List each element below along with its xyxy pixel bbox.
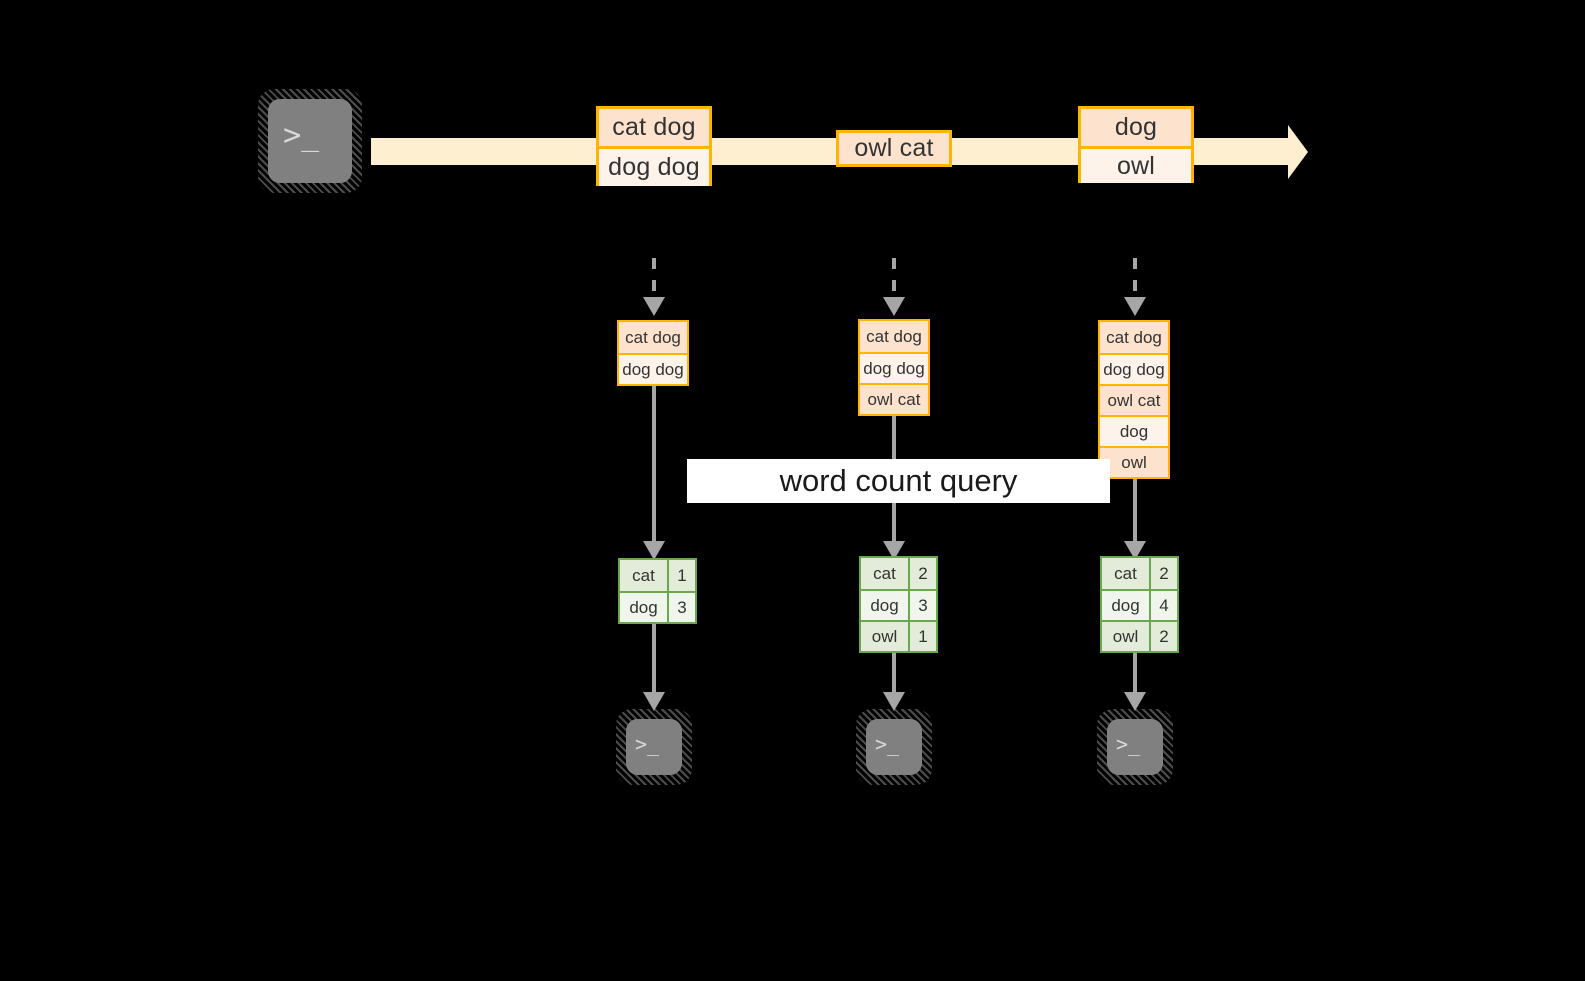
arrowhead-icon xyxy=(883,541,905,560)
table-row: cat 2 xyxy=(861,558,936,589)
count-cell: 2 xyxy=(1149,558,1177,589)
count-cell: 3 xyxy=(908,591,936,620)
count-cell: 1 xyxy=(667,560,695,591)
dashed-connector-2 xyxy=(892,258,896,300)
terminal-prompt-glyph: >_ xyxy=(634,731,660,756)
snapshot-3: cat dog dog dog owl cat dog owl xyxy=(1098,320,1170,479)
query-connector-1 xyxy=(652,384,656,552)
stream-event-line: owl xyxy=(1081,146,1191,183)
terminal-face xyxy=(1107,719,1163,775)
snapshot-1: cat dog dog dog xyxy=(617,320,689,386)
arrowhead-icon xyxy=(1124,541,1146,560)
terminal-prompt-glyph: >_ xyxy=(283,117,320,153)
source-terminal-icon: >_ xyxy=(258,89,362,193)
query-connector-3 xyxy=(1133,475,1137,552)
table-row: owl 2 xyxy=(1102,620,1177,651)
word-cell: dog xyxy=(620,593,667,622)
sink-terminal-3: >_ xyxy=(1097,709,1173,785)
count-cell: 2 xyxy=(908,558,936,589)
snapshot-row: cat dog xyxy=(860,321,928,352)
result-table-3: cat 2 dog 4 owl 2 xyxy=(1100,556,1179,653)
word-cell: cat xyxy=(861,558,908,589)
result-table-2: cat 2 dog 3 owl 1 xyxy=(859,556,938,653)
terminal-prompt-glyph: >_ xyxy=(1115,731,1141,756)
sink-connector-3 xyxy=(1133,652,1137,697)
count-cell: 4 xyxy=(1149,591,1177,620)
terminal-face xyxy=(866,719,922,775)
sink-connector-2 xyxy=(892,652,896,697)
stream-event-line: dog dog xyxy=(599,146,709,186)
count-cell: 2 xyxy=(1149,622,1177,651)
count-cell: 1 xyxy=(908,622,936,651)
terminal-prompt-glyph: >_ xyxy=(874,731,900,756)
snapshot-row: dog xyxy=(1100,415,1168,446)
stream-event-line: dog xyxy=(1081,109,1191,146)
arrowhead-icon xyxy=(643,541,665,560)
arrowhead-icon xyxy=(643,297,665,316)
table-row: cat 2 xyxy=(1102,558,1177,589)
snapshot-row: cat dog xyxy=(1100,322,1168,353)
arrowhead-icon xyxy=(883,297,905,316)
stream-event-group-2: owl cat xyxy=(836,130,952,167)
snapshot-2: cat dog dog dog owl cat xyxy=(858,319,930,416)
snapshot-row: owl cat xyxy=(860,383,928,414)
arrowhead-icon xyxy=(883,692,905,711)
word-cell: owl xyxy=(1102,622,1149,651)
word-cell: dog xyxy=(861,591,908,620)
table-row: owl 1 xyxy=(861,620,936,651)
dashed-connector-1 xyxy=(652,258,656,300)
table-row: dog 3 xyxy=(861,589,936,620)
sink-terminal-1: >_ xyxy=(616,709,692,785)
snapshot-row: dog dog xyxy=(619,353,687,384)
table-row: dog 3 xyxy=(620,591,695,622)
arrowhead-icon xyxy=(1124,692,1146,711)
snapshot-row: cat dog xyxy=(619,322,687,353)
table-row: dog 4 xyxy=(1102,589,1177,620)
terminal-face xyxy=(268,99,352,183)
arrowhead-icon xyxy=(643,692,665,711)
snapshot-row: owl cat xyxy=(1100,384,1168,415)
snapshot-row: dog dog xyxy=(1100,353,1168,384)
table-row: cat 1 xyxy=(620,560,695,591)
right-arrow-icon xyxy=(1288,125,1308,179)
snapshot-row: owl xyxy=(1100,446,1168,477)
word-cell: dog xyxy=(1102,591,1149,620)
stream-event-group-3: dog owl xyxy=(1078,106,1194,183)
word-cell: cat xyxy=(1102,558,1149,589)
query-label: word count query xyxy=(687,459,1110,503)
count-cell: 3 xyxy=(667,593,695,622)
word-cell: cat xyxy=(620,560,667,591)
stream-event-line: owl cat xyxy=(839,133,949,164)
stream-event-group-1: cat dog dog dog xyxy=(596,106,712,186)
result-table-1: cat 1 dog 3 xyxy=(618,558,697,624)
snapshot-row: dog dog xyxy=(860,352,928,383)
sink-connector-1 xyxy=(652,623,656,697)
arrowhead-icon xyxy=(1124,297,1146,316)
stream-event-line: cat dog xyxy=(599,109,709,146)
dashed-connector-3 xyxy=(1133,258,1137,300)
terminal-face xyxy=(626,719,682,775)
word-cell: owl xyxy=(861,622,908,651)
sink-terminal-2: >_ xyxy=(856,709,932,785)
